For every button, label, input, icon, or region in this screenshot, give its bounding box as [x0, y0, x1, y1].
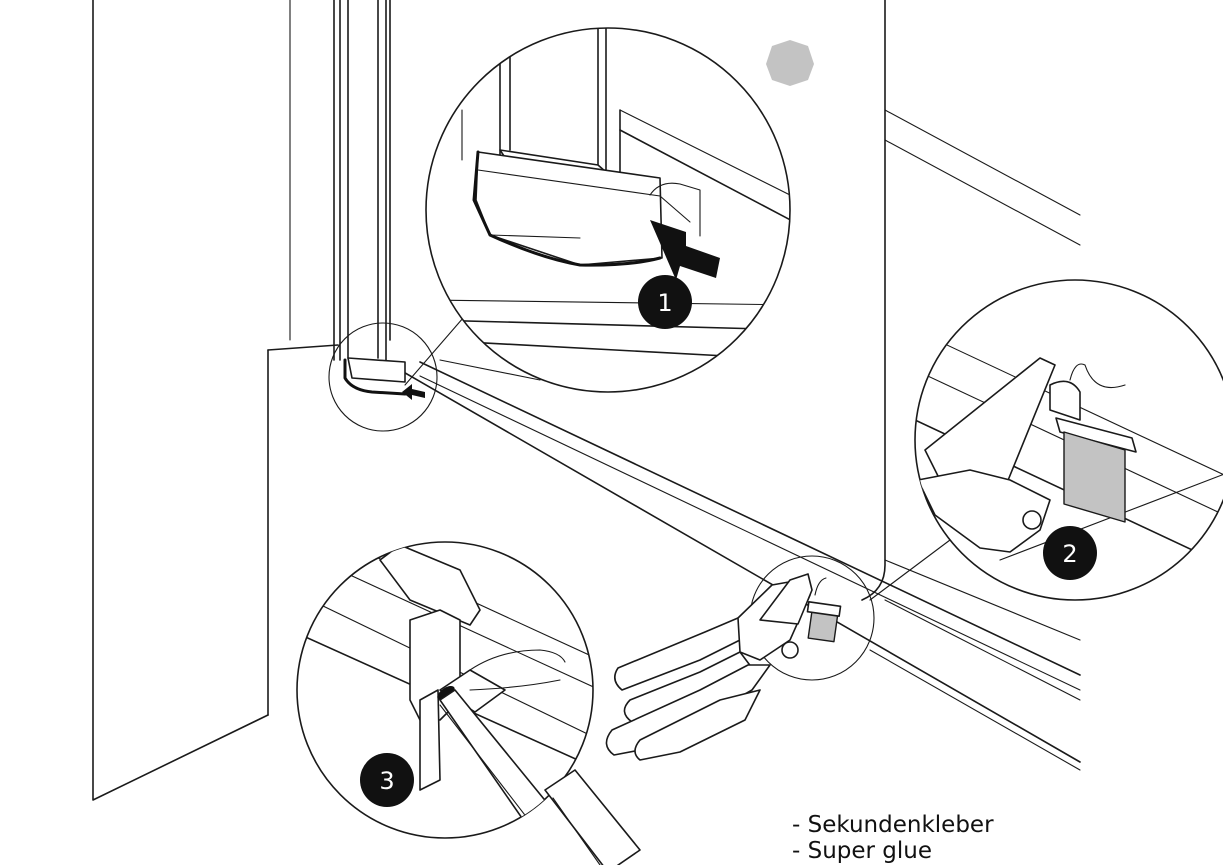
step-badge-3: 3 — [360, 753, 414, 807]
push-arrow-icon-small — [402, 384, 425, 400]
zoom-detail-step-1: 1 — [425, 27, 791, 393]
zoom-detail-step-2: 2 — [914, 279, 1223, 601]
step-badge-2: 2 — [1043, 526, 1097, 580]
zoom-detail-step-3: 3 — [296, 541, 641, 865]
seal-pliers-tool — [605, 573, 842, 761]
svg-text:3: 3 — [379, 767, 394, 795]
adhesive-label-german: - Sekundenkleber — [792, 812, 994, 838]
step-badge-1: 1 — [638, 275, 692, 329]
push-arrow-icon — [650, 220, 720, 280]
svg-text:2: 2 — [1062, 540, 1077, 568]
shower-scene — [92, 0, 1081, 801]
adhesive-label-english: - Super glue — [792, 838, 933, 864]
hexagon-marker-icon — [766, 40, 814, 86]
glue-tube-nozzle — [544, 769, 641, 865]
target-circle-endcap — [328, 322, 438, 432]
svg-text:1: 1 — [657, 289, 672, 317]
